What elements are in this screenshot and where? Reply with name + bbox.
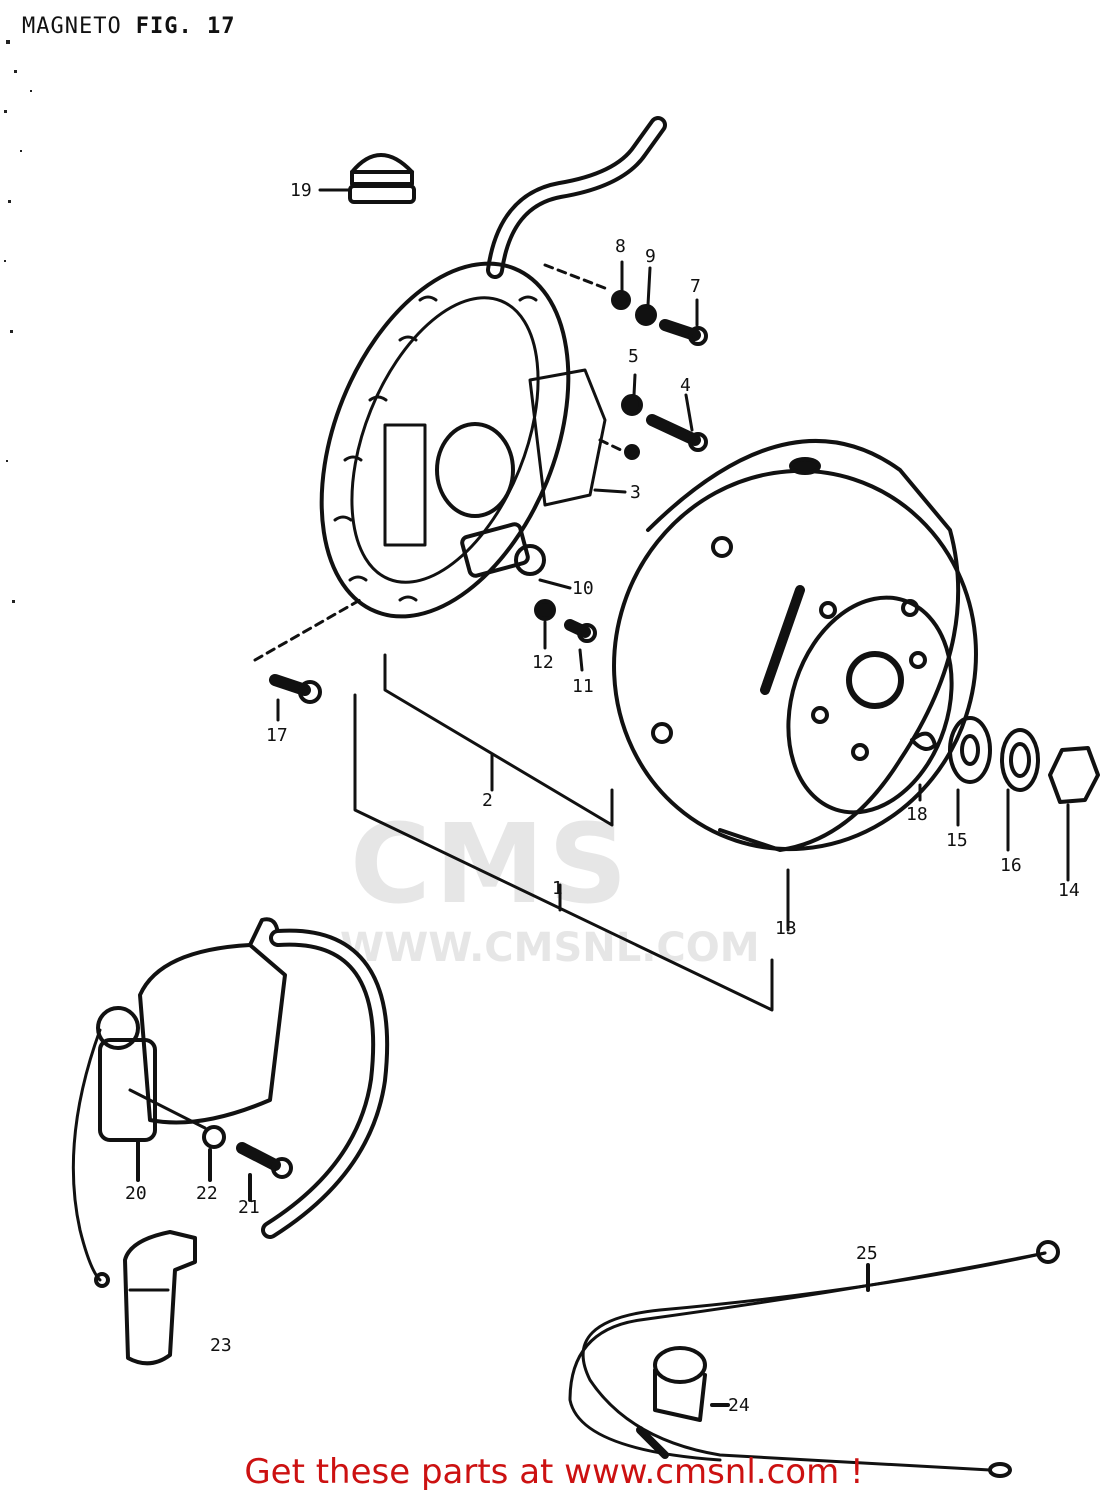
callout-1: 1 <box>552 878 563 899</box>
callout-10: 10 <box>572 578 594 599</box>
callout-6: 6 <box>627 442 638 463</box>
callout-14: 14 <box>1058 880 1080 901</box>
figure-number: FIG. 17 <box>135 14 236 39</box>
callout-11: 11 <box>572 676 594 697</box>
hardware <box>269 290 708 704</box>
callout-9: 9 <box>645 246 656 267</box>
ignition-coil <box>71 917 390 1288</box>
callout-5: 5 <box>628 346 639 367</box>
callout-13: 13 <box>775 918 797 939</box>
stator-plate <box>319 261 607 619</box>
callout-15: 15 <box>946 830 968 851</box>
callout-7: 7 <box>690 276 701 297</box>
callout-4: 4 <box>680 375 691 396</box>
callout-24: 24 <box>728 1395 750 1416</box>
callout-3: 3 <box>630 482 641 503</box>
figure-title: MAGNETO FIG. 17 <box>22 14 235 39</box>
footer-link-text[interactable]: Get these parts at www.cmsnl.com ! <box>244 1452 864 1492</box>
plug-cap <box>123 1230 197 1366</box>
callout-21: 21 <box>238 1197 260 1218</box>
washers-nut <box>910 716 1100 804</box>
watermark-url: WWW.CMSNL.COM <box>340 925 760 971</box>
callout-22: 22 <box>196 1183 218 1204</box>
callout-23: 23 <box>210 1335 232 1356</box>
callout-18: 18 <box>906 804 928 825</box>
title-text: MAGNETO <box>22 14 122 39</box>
callout-20: 20 <box>125 1183 147 1204</box>
callout-19: 19 <box>290 180 312 201</box>
callout-12: 12 <box>532 652 554 673</box>
grommet-19 <box>348 153 416 204</box>
callout-16: 16 <box>1000 855 1022 876</box>
stator-wire <box>486 116 667 279</box>
callout-25: 25 <box>856 1243 878 1264</box>
callout-17: 17 <box>266 725 288 746</box>
switch-wiring <box>568 1240 1060 1478</box>
scan-noise <box>4 40 32 603</box>
leader-lines <box>253 188 1070 1012</box>
watermark-logo: CMS <box>350 800 632 928</box>
callout-2: 2 <box>482 790 493 811</box>
flywheel-rotor <box>612 439 978 852</box>
callout-8: 8 <box>615 236 626 257</box>
